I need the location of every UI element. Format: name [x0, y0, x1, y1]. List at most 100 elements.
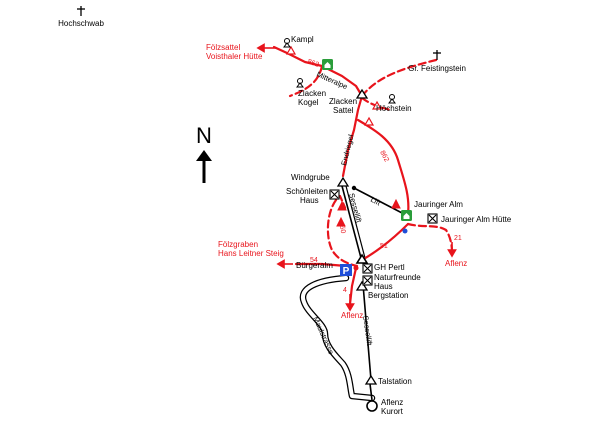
road-to-kurort	[369, 383, 373, 401]
trail-endriegel	[341, 94, 364, 178]
trail-21	[406, 222, 454, 254]
trail-arrows	[336, 198, 401, 227]
label-gr-feistingstein: Gr. Feistingstein	[408, 64, 466, 73]
inn-icon	[362, 263, 373, 274]
hut-icon	[401, 210, 412, 221]
summit-cross-icon	[77, 6, 85, 16]
hut-icon	[322, 59, 333, 70]
trail-862-north	[285, 51, 364, 98]
summit-cross-icon	[433, 50, 441, 60]
label-foelzgraben-2: Hans Leitner Steig	[218, 249, 284, 258]
label-lift: Lift	[369, 195, 383, 208]
label-endriegel: Endriegel	[339, 133, 355, 166]
route-54: 54	[310, 257, 318, 264]
svg-text:P: P	[343, 266, 350, 277]
drag-lift-line	[353, 187, 405, 215]
inn-symbols	[329, 189, 438, 286]
label-naturfreunde-1: Naturfreunde	[374, 273, 421, 282]
person-icon	[388, 94, 396, 104]
label-bergstation: Bergstation	[368, 291, 408, 300]
person-icon	[296, 78, 304, 88]
north-arrow: N	[196, 123, 212, 183]
label-mitteralpe: Mitteralpe	[315, 70, 349, 92]
label-naturfreunde-2: Haus	[374, 282, 393, 291]
label-hochschwab: Hochschwab	[58, 19, 104, 28]
trail-51	[360, 222, 410, 262]
route-4: 4	[343, 287, 347, 294]
lower-chairlift-line	[362, 283, 372, 381]
trail-kampl	[288, 64, 324, 98]
inn-icon	[362, 275, 373, 286]
zlacken-sattel-triangle-icon	[355, 88, 369, 99]
label-schoenleiten-2: Haus	[300, 196, 319, 205]
junction-dot-icon	[353, 265, 359, 271]
warning-icon	[285, 45, 297, 55]
label-jauringer-alm: Jauringer Alm	[414, 200, 463, 209]
label-zlacken-sattel-1: Zlacken	[329, 97, 357, 106]
destination-arrows	[256, 43, 457, 312]
person-symbols	[283, 38, 396, 104]
label-zlacken-kogel-2: Kogel	[298, 98, 319, 107]
label-foelzsattel-1: Fölzsattel	[206, 43, 240, 52]
label-aflenz-kurort-2: Kurort	[381, 407, 404, 416]
trail-54	[294, 262, 348, 268]
drag-lift-top	[351, 185, 357, 191]
talstation-triangle-icon	[364, 374, 378, 385]
trail-foelzsattel-stub	[272, 45, 289, 55]
parking-icon: P	[340, 264, 352, 277]
label-hoechstein: Höchstein	[376, 104, 412, 113]
label-foelzsattel-2: Voisthaler Hütte	[206, 52, 263, 61]
peak-triangles	[336, 88, 378, 385]
inn-icon	[427, 213, 438, 224]
destination-labels: Fölzsattel Voisthaler Hütte Fölzgraben H…	[206, 43, 467, 320]
route-862-north: 862	[306, 58, 319, 69]
label-jauringer-alm-huette: Jauringer Alm Hütte	[441, 215, 512, 224]
label-aflenz-kurort-1: Aflenz	[381, 398, 403, 407]
trail-feistingstein	[360, 58, 438, 98]
arrow-left-icon	[276, 259, 285, 269]
maulstrasse-road-inner	[300, 276, 374, 400]
label-schoenleiten-1: Schönleiten	[286, 187, 328, 196]
arrow-icon	[337, 200, 347, 211]
route-51: 51	[380, 243, 388, 250]
route-862-mid: 862	[378, 150, 390, 164]
upper-chairlift-line-a	[341, 185, 362, 259]
warning-icon	[371, 100, 383, 110]
arrow-down-icon	[447, 249, 457, 258]
route-50: 50	[338, 225, 346, 234]
label-aflenz-south: Aflenz	[341, 311, 363, 320]
warning-icon	[363, 116, 375, 126]
label-talstation: Talstation	[378, 377, 412, 386]
arrow-left-icon	[256, 43, 265, 53]
label-sessellift-lower: Sessellift	[361, 315, 374, 347]
label-sessellift-upper: Sessellift	[347, 192, 364, 224]
trail-50	[326, 198, 359, 268]
label-windgrube: Windgrube	[291, 173, 330, 182]
label-aflenz-east: Aflenz	[445, 259, 467, 268]
upper-chairlift-line-b	[345, 185, 366, 259]
maulstrasse-road	[299, 274, 376, 402]
label-maulstrasse: Maulstrasse	[311, 315, 336, 356]
aflenz-kurort-circle-icon	[366, 400, 378, 412]
water-point-icon	[402, 228, 408, 234]
windgrube-triangle-icon	[336, 176, 350, 187]
label-buergeralm: Bürgeralm	[296, 261, 333, 270]
person-icon	[283, 38, 291, 48]
place-labels: Hochschwab Kampl Gr. Feistingstein Zlack…	[58, 19, 512, 416]
gh-pertl-triangle-icon	[355, 253, 369, 264]
label-kampl: Kampl	[291, 35, 314, 44]
label-zlacken-sattel-2: Sattel	[333, 106, 354, 115]
inn-icon	[329, 189, 340, 200]
route-number-labels: 862 862 50 51 54 21 4	[306, 58, 462, 294]
arrow-down-icon	[345, 303, 355, 312]
north-arrow-head-icon	[196, 150, 212, 161]
hazard-triangles	[285, 45, 383, 126]
north-letter: N	[196, 123, 212, 148]
label-foelzgraben-1: Fölzgraben	[218, 240, 258, 249]
trail-862-east-loop	[356, 118, 410, 216]
bergstation-triangle-icon	[355, 280, 369, 291]
trail-network	[272, 45, 454, 306]
arrow-icon	[336, 216, 346, 227]
